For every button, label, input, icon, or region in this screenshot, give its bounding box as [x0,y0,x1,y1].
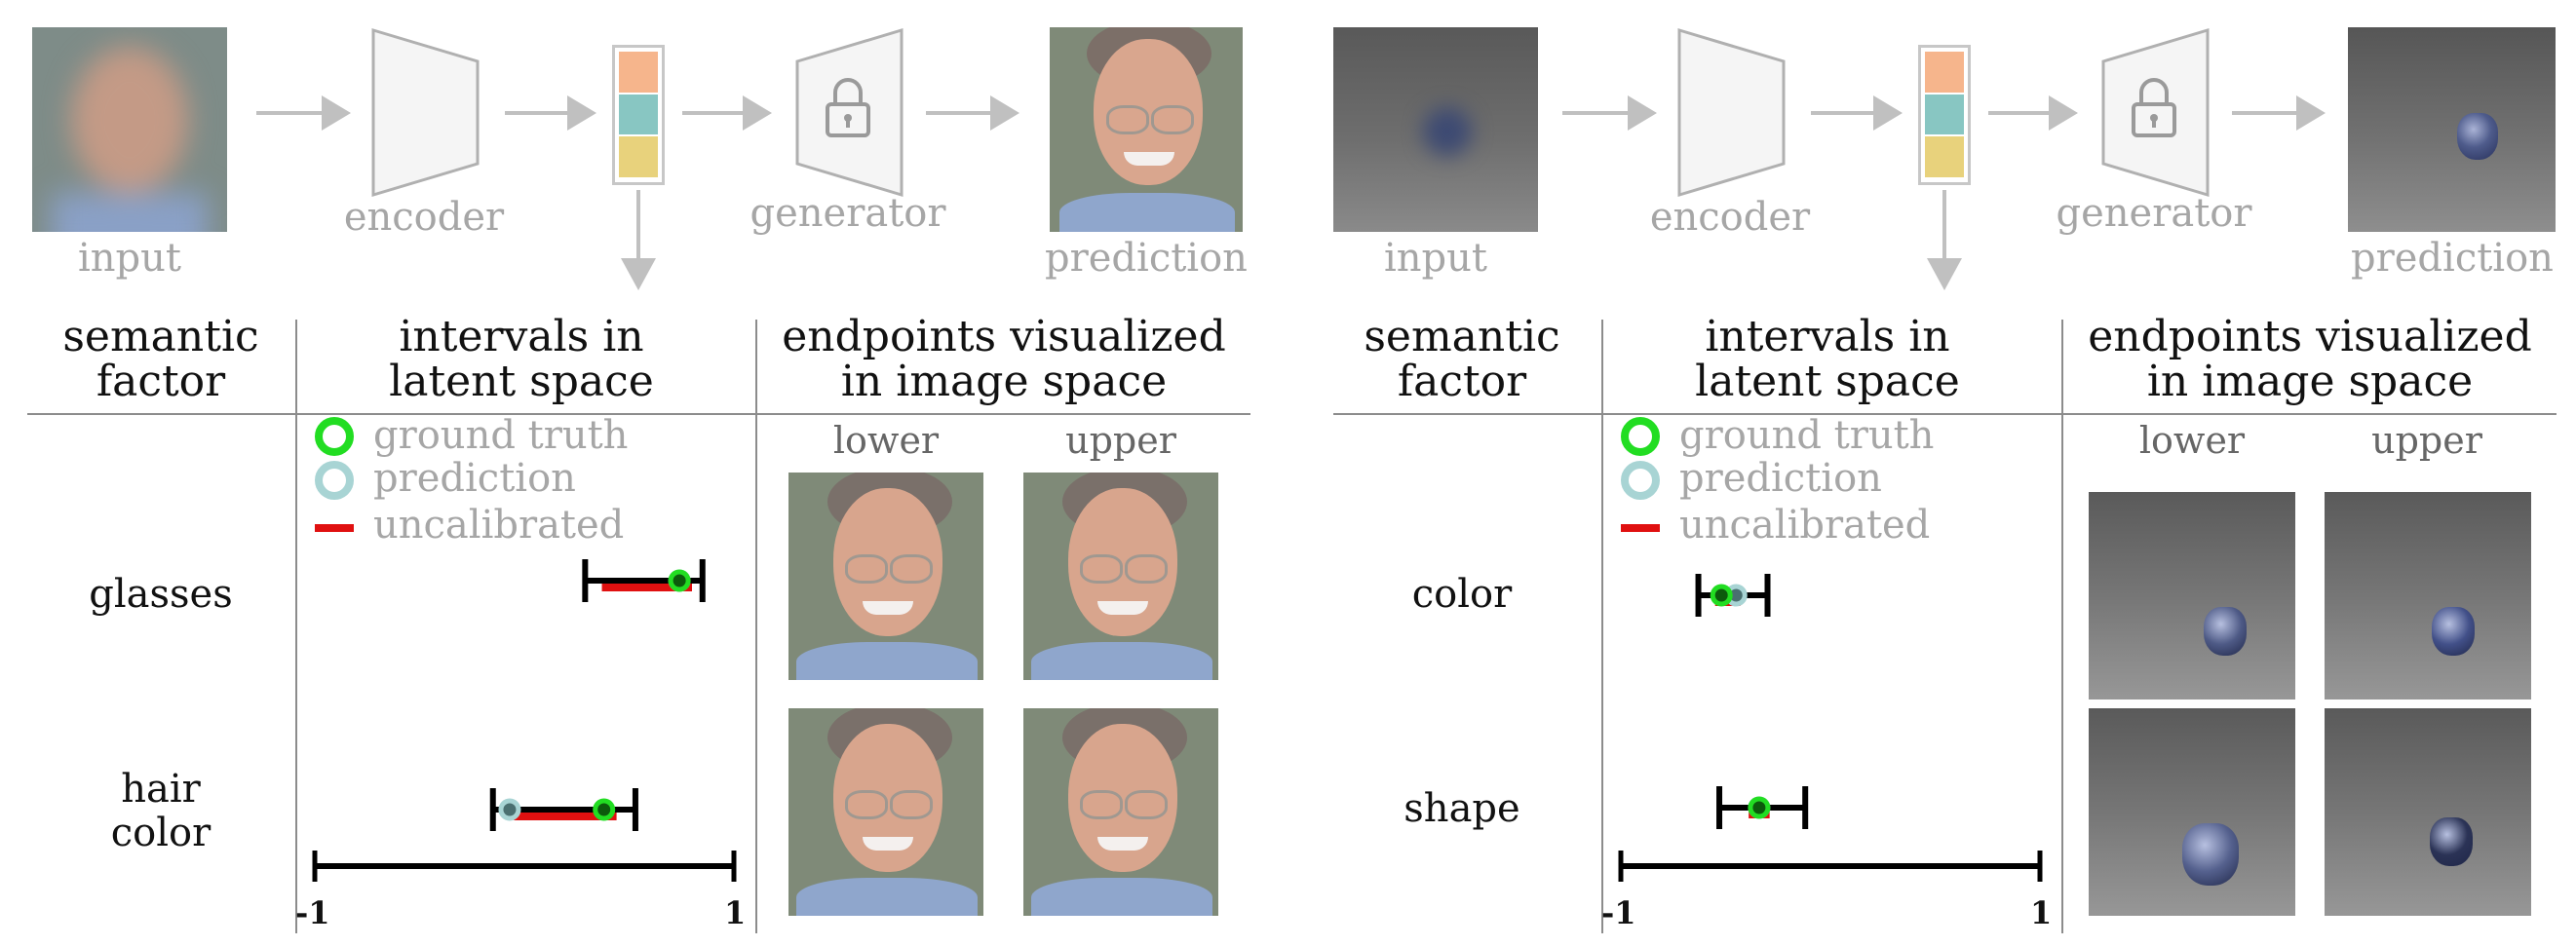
input-label: input [78,236,181,281]
endpoint-image-color-upper [2325,492,2531,700]
subheader-lower: lower [832,419,940,462]
legend-prediction: prediction [1679,456,1882,501]
header-semantic-factor: semantic factor [1364,312,1560,406]
legend-prediction-marker [315,461,354,500]
encoder-shape [1677,27,1786,198]
row-label-shape: shape [1403,786,1520,831]
pipeline-arrows [1562,95,2326,290]
legend-prediction-marker [1621,461,1660,500]
prediction-label: prediction [1045,236,1248,281]
endpoint-image-hair-lower [788,708,983,916]
ground-truth-point [593,798,616,821]
endpoint-image-shape-lower [2089,708,2295,916]
col-divider-1 [1601,320,1603,933]
arrow-right-icon [1873,95,1903,131]
lock-icon [826,78,870,137]
arrow-right-icon [1628,95,1657,131]
header-divider [27,413,1250,415]
header-endpoints: endpoints visualized in image space [2088,312,2532,406]
prediction-label: prediction [2351,236,2554,281]
ground-truth-point [668,569,691,592]
header-intervals: intervals in latent space [1695,312,1960,406]
axis-min-label: -1 [295,894,330,931]
subheader-upper: upper [1065,419,1176,462]
arrow-right-icon [990,95,1019,131]
legend-ground-truth-marker [1621,417,1660,456]
interval-chart [312,417,737,882]
input-image [32,27,227,232]
pipeline-arrows [256,95,1019,290]
header-endpoints: endpoints visualized in image space [782,312,1226,406]
col-divider-2 [755,320,757,933]
subheader-lower: lower [2138,419,2246,462]
input-image [1333,27,1538,232]
prediction-image [1050,27,1243,232]
arrow-right-icon [743,95,772,131]
axis-min-label: -1 [1601,894,1636,931]
endpoint-image-glasses-lower [788,473,983,680]
endpoint-image-color-lower [2089,492,2295,700]
arrow-down-icon [1927,258,1962,290]
endpoint-image-glasses-upper [1023,473,1218,680]
axis-max-label: 1 [2030,894,2053,931]
header-semantic-factor: semantic factor [62,312,259,406]
row-label-glasses: glasses [89,572,233,617]
arrow-right-icon [2296,95,2326,131]
header-divider [1333,413,2557,415]
encoder-shape [371,27,480,198]
ground-truth-point [1748,796,1771,819]
latent-bar [612,45,665,185]
arrow-right-icon [2049,95,2078,131]
row-label-hair-color: hair color [110,767,211,855]
latent-bar [1918,45,1971,185]
panel-faces: input encoder generator prediction [0,0,1267,946]
header-intervals: intervals in latent space [389,312,654,406]
arrow-down-icon [621,258,656,290]
legend-uncalibrated: uncalibrated [373,503,625,548]
endpoint-image-hair-upper [1023,708,1218,916]
input-label: input [1384,236,1487,281]
generator-label: generator [750,191,946,236]
encoder-label: encoder [343,195,505,240]
interval-chart [1618,417,2043,882]
arrow-right-icon [322,95,351,131]
endpoint-image-shape-upper [2325,708,2531,916]
col-divider-1 [295,320,297,933]
generator-shape [2101,27,2210,198]
legend-ground-truth: ground truth [1679,413,1935,458]
row-label-color: color [1411,572,1513,617]
prediction-point [498,798,521,821]
subheader-upper: upper [2371,419,2482,462]
lock-icon [2132,78,2176,137]
prediction-image [2348,27,2556,232]
ground-truth-point [1710,584,1733,607]
legend-ground-truth: ground truth [373,413,629,458]
panel-objects: input encoder generator prediction seman… [1306,0,2576,946]
col-divider-2 [2061,320,2063,933]
legend-ground-truth-marker [315,417,354,456]
encoder-label: encoder [1649,195,1811,240]
generator-shape [795,27,904,198]
legend-uncalibrated: uncalibrated [1679,503,1931,548]
legend-prediction: prediction [373,456,576,501]
generator-label: generator [2056,191,2252,236]
arrow-right-icon [567,95,596,131]
axis-max-label: 1 [724,894,747,931]
